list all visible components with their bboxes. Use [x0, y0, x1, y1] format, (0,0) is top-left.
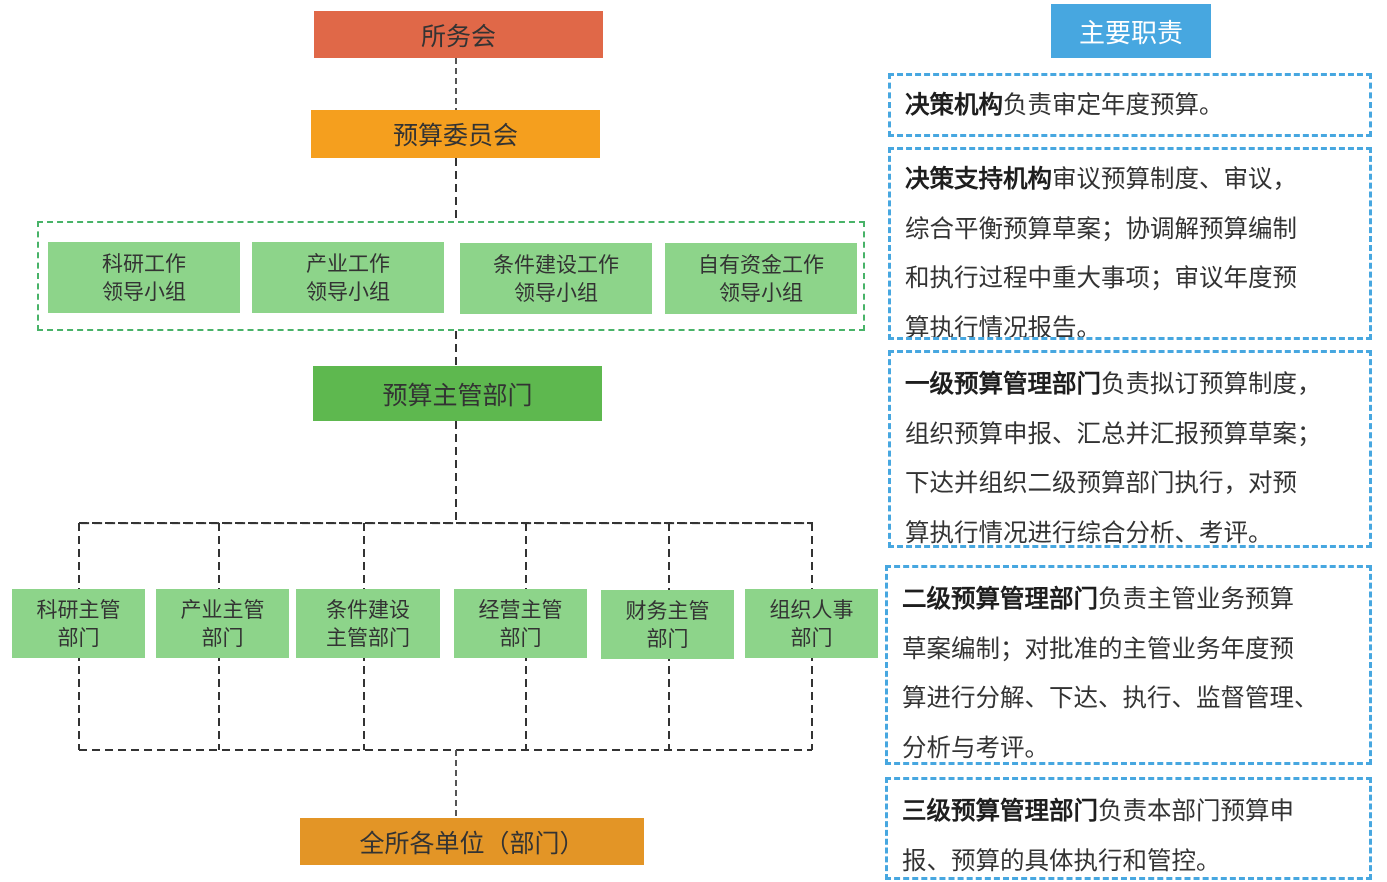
responsibility-decision-support: 决策支持机构审议预算制度、审议， 综合平衡预算草案；协调解预算编制 和执行过程中…	[888, 147, 1372, 340]
node-dept-research: 科研主管 部门	[12, 589, 145, 658]
responsibility-decision: 决策机构负责审定年度预算。	[888, 73, 1372, 137]
node-top-meeting: 所务会	[314, 11, 603, 58]
node-dept-operations: 经营主管 部门	[454, 589, 587, 658]
node-group-research: 科研工作 领导小组	[48, 242, 240, 313]
node-budget-committee: 预算委员会	[311, 110, 600, 158]
responsibility-level-2: 二级预算管理部门负责主管业务预算 草案编制；对批准的主管业务年度预 算进行分解、…	[885, 565, 1372, 765]
node-all-units: 全所各单位（部门）	[300, 818, 644, 865]
node-group-facilities: 条件建设工作 领导小组	[460, 243, 652, 314]
node-dept-hr: 组织人事 部门	[745, 589, 878, 658]
node-group-own-funds: 自有资金工作 领导小组	[665, 243, 857, 314]
responsibility-level-1: 一级预算管理部门负责拟订预算制度， 组织预算申报、汇总并汇报预算草案； 下达并组…	[888, 350, 1372, 548]
node-dept-facilities: 条件建设 主管部门	[296, 589, 440, 658]
node-dept-industry: 产业主管 部门	[156, 589, 289, 658]
leading-groups-frame	[37, 221, 865, 331]
responsibilities-title: 主要职责	[1051, 4, 1211, 58]
node-group-industry: 产业工作 领导小组	[252, 242, 444, 313]
node-dept-finance: 财务主管 部门	[601, 590, 734, 659]
responsibility-level-3: 三级预算管理部门负责本部门预算申 报、预算的具体执行和管控。	[885, 777, 1372, 880]
node-budget-main-dept: 预算主管部门	[313, 366, 602, 421]
